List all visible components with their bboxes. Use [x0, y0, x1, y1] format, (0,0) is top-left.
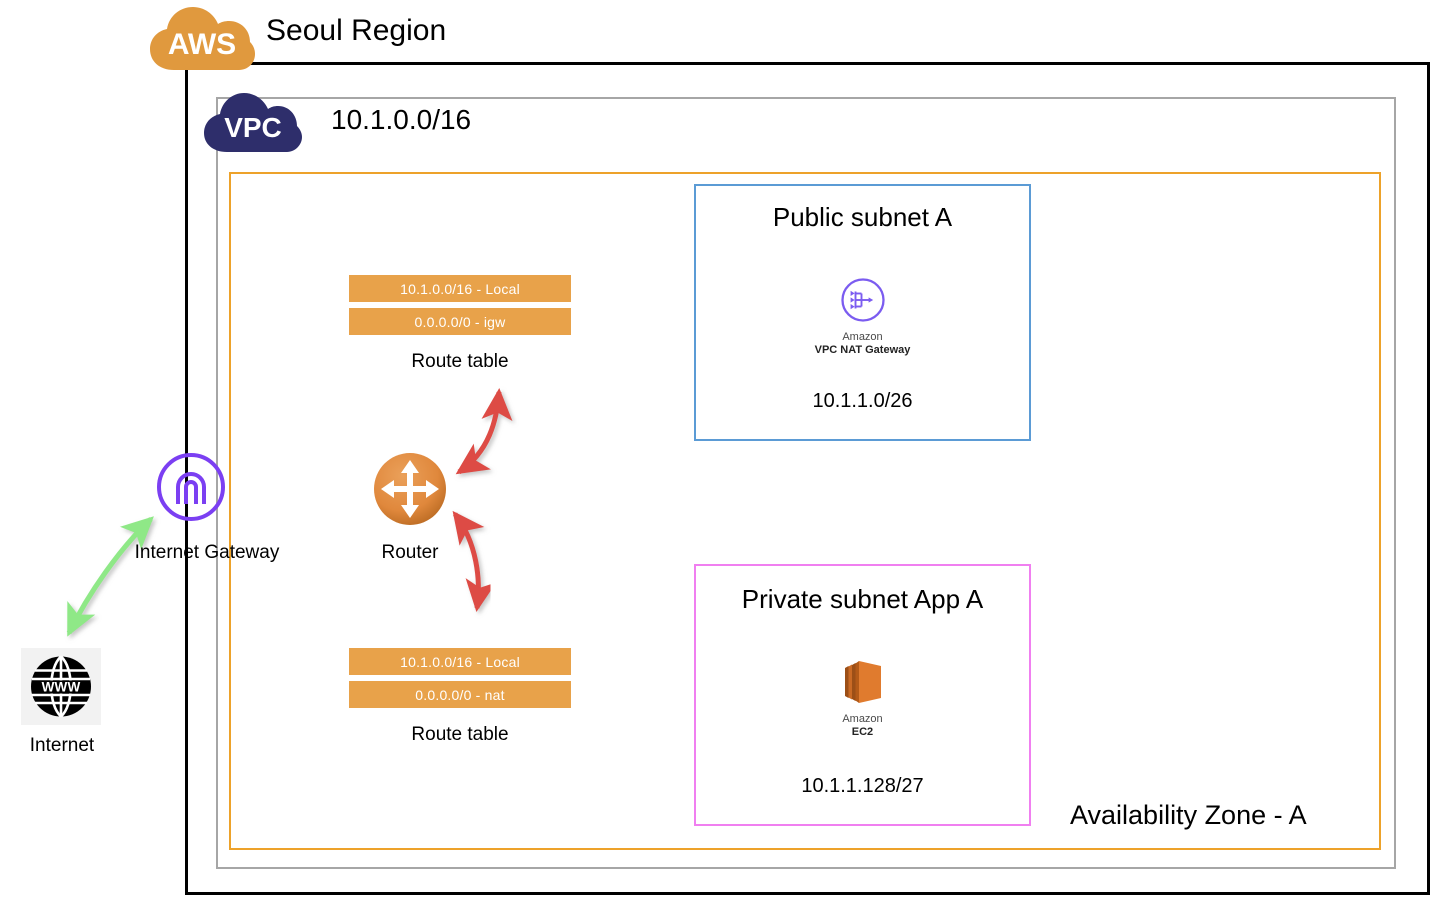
nat-gateway-vendor: Amazon	[842, 331, 883, 343]
svg-text:WWW: WWW	[42, 680, 81, 695]
private-subnet-title: Private subnet App A	[741, 584, 984, 614]
vpc-nat-gateway-icon	[835, 272, 891, 328]
router-label: Router	[381, 542, 439, 563]
svg-text:AWS: AWS	[168, 28, 236, 61]
public-subnet-title: Public subnet A	[772, 202, 953, 232]
public-route-table-caption: Route table	[411, 351, 509, 372]
route-entry-local[interactable]: 10.1.0.0/16 - Local	[349, 275, 571, 302]
connector-internet-to-igw	[66, 516, 154, 637]
availability-zone-label: Availability Zone - A	[1070, 800, 1307, 830]
route-entry-local[interactable]: 10.1.0.0/16 - Local	[349, 648, 571, 675]
internet-gateway-icon[interactable]	[156, 452, 226, 522]
route-entry-igw[interactable]: 0.0.0.0/0 - igw	[349, 308, 571, 335]
svg-text:VPC: VPC	[224, 112, 282, 143]
ec2-name: EC2	[851, 725, 874, 738]
router-icon[interactable]	[371, 450, 449, 528]
nat-gateway-name: VPC NAT Gateway	[814, 343, 911, 356]
private-route-table[interactable]: 10.1.0.0/16 - Local 0.0.0.0/0 - nat Rout…	[349, 648, 571, 746]
internet-gateway-label: Internet Gateway	[134, 542, 280, 563]
www-globe-icon[interactable]: WWW	[21, 648, 101, 725]
availability-zone-boundary	[229, 172, 1381, 850]
ec2-icon	[835, 654, 891, 710]
region-label: Seoul Region	[266, 14, 447, 47]
internet-label: Internet	[29, 735, 95, 756]
private-subnet-app-a[interactable]: Private subnet App A Amazon EC2 10.1	[694, 564, 1031, 826]
aws-region-boundary	[185, 62, 1430, 895]
private-route-table-caption: Route table	[411, 724, 509, 745]
nat-gateway-service[interactable]: Amazon VPC NAT Gateway	[696, 272, 1029, 356]
aws-cloud-icon: AWS	[146, 4, 258, 74]
public-subnet-cidr: 10.1.1.0/26	[812, 390, 913, 412]
vpc-boundary	[216, 97, 1396, 869]
route-entry-nat[interactable]: 0.0.0.0/0 - nat	[349, 681, 571, 708]
public-subnet-a[interactable]: Public subnet A	[694, 184, 1031, 441]
vpc-cloud-icon: VPC	[201, 90, 305, 156]
ec2-vendor: Amazon	[842, 713, 883, 725]
ec2-service[interactable]: Amazon EC2	[696, 654, 1029, 738]
public-route-table[interactable]: 10.1.0.0/16 - Local 0.0.0.0/0 - igw Rout…	[349, 275, 571, 373]
private-subnet-cidr: 10.1.1.128/27	[801, 775, 924, 797]
vpc-cidr-label: 10.1.0.0/16	[331, 104, 472, 135]
